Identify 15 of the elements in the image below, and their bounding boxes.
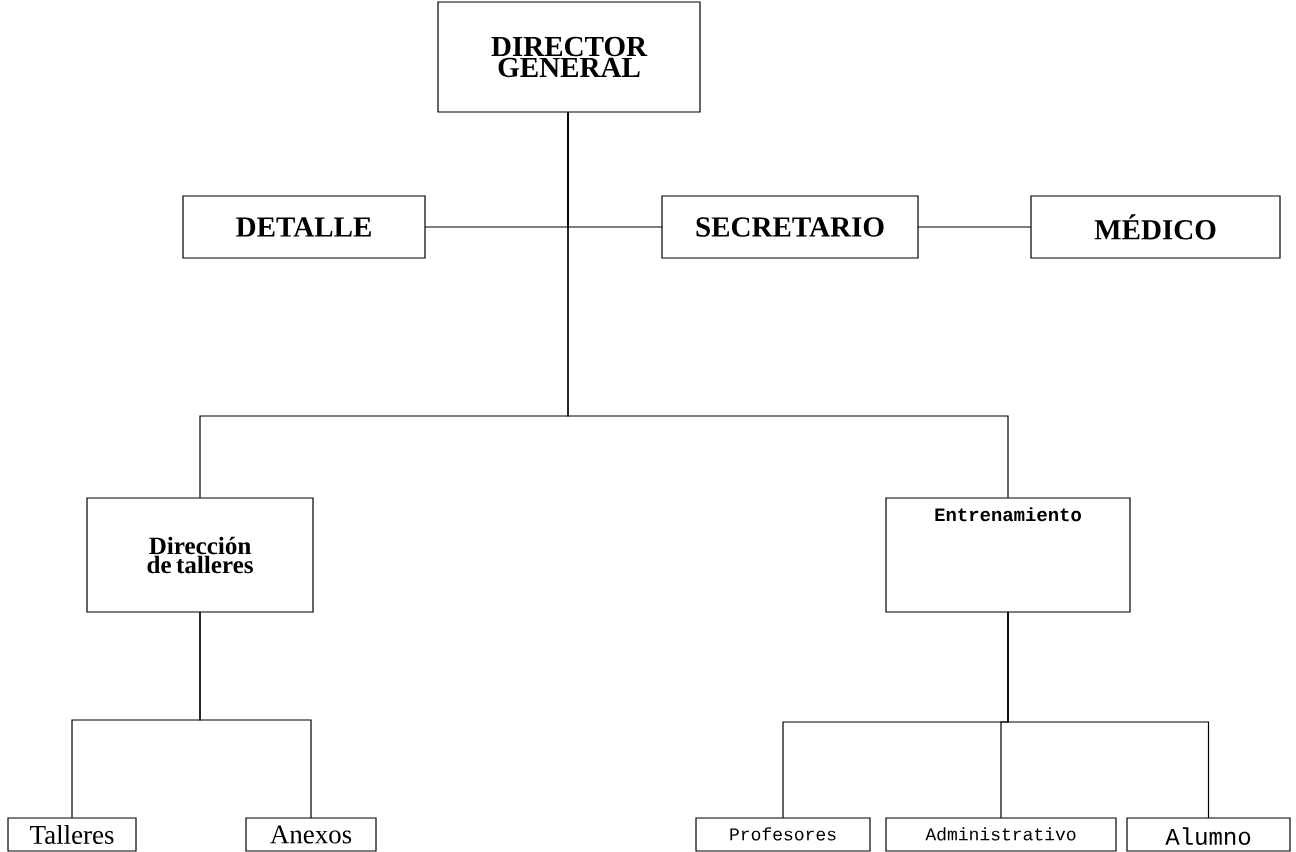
org-box: Profesores <box>695 817 871 852</box>
org-box: DETALLE <box>182 195 426 259</box>
connector-line <box>1007 611 1210 819</box>
org-box: Dirección de talleres <box>86 497 314 613</box>
org-box: MÉDICO <box>1030 195 1281 259</box>
connector-line <box>199 611 312 819</box>
org-box: Entrenamiento <box>885 497 1131 613</box>
org-box: Talleres <box>7 817 137 852</box>
connector-line <box>917 226 1032 228</box>
org-box: SECRETARIO <box>661 195 919 259</box>
connector-line <box>567 111 1009 499</box>
org-box: DIRECTOR GENERAL <box>437 1 701 113</box>
org-box: Administrativo <box>885 817 1117 852</box>
org-box: Anexos <box>245 817 377 852</box>
org-box: Alumno <box>1126 817 1291 852</box>
